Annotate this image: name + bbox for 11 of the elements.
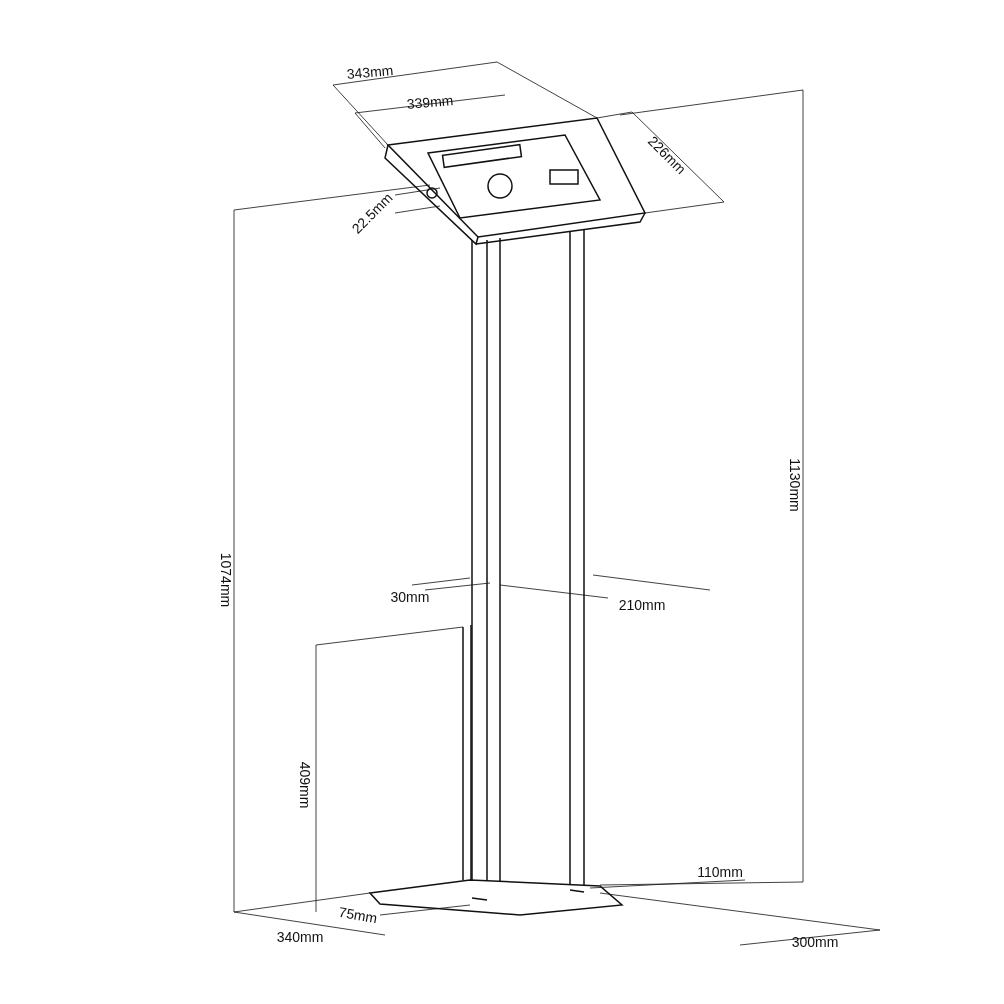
dimension-label: 409mm bbox=[297, 761, 313, 809]
dimension-label: 1074mm bbox=[218, 552, 234, 608]
dimension-label: 340mm bbox=[276, 929, 324, 945]
dimension-label: 300mm bbox=[791, 934, 839, 950]
dimension-label: 339mm bbox=[406, 92, 454, 112]
dimension-label: 75mm bbox=[337, 903, 379, 927]
dimension-label: 30mm bbox=[390, 589, 430, 605]
dimension-label: 1130mm bbox=[787, 458, 803, 512]
dimension-label: 343mm bbox=[346, 62, 394, 82]
dimension-label: 110mm bbox=[697, 864, 743, 880]
dimension-label: 210mm bbox=[618, 597, 666, 613]
